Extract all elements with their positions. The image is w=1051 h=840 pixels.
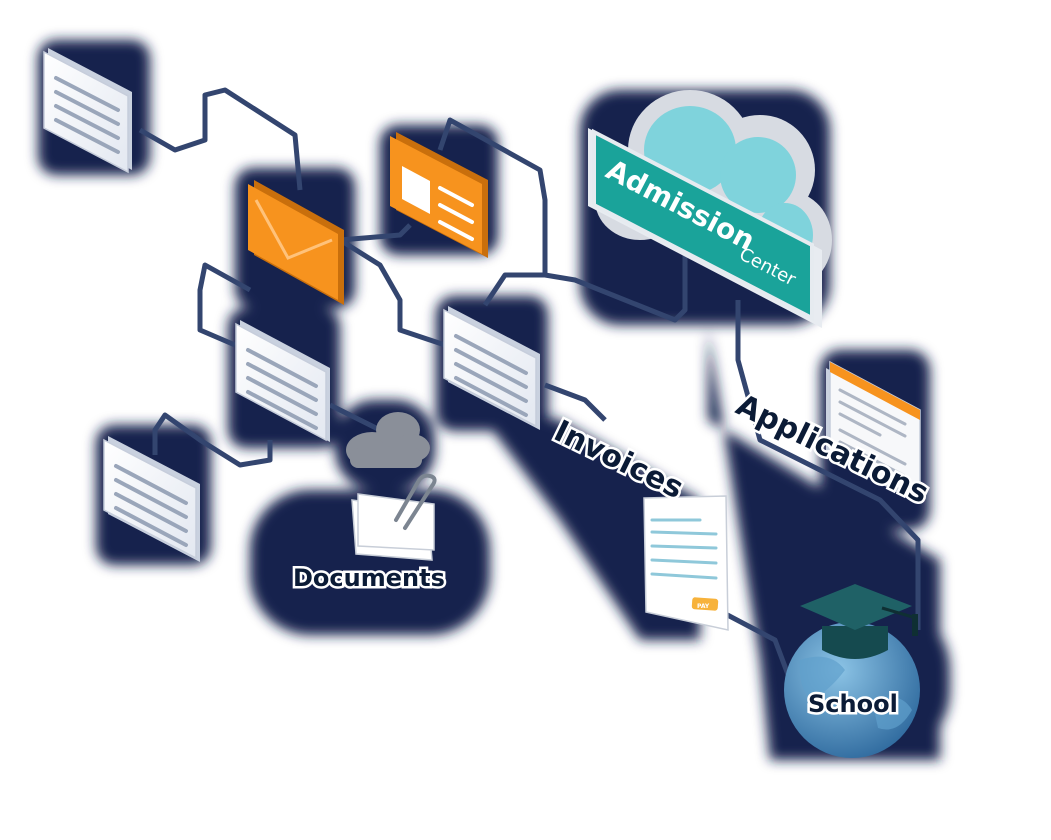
graduation-cap-icon: [800, 584, 918, 659]
id-card-icon: [390, 132, 488, 258]
envelope-icon: [248, 180, 344, 305]
document-icon: [235, 320, 330, 442]
cloud-icon: [346, 412, 430, 468]
document-icon: [43, 48, 132, 174]
connector-wires: [138, 87, 921, 681]
paperclip-icon: [351, 473, 437, 561]
application-form-icon: [826, 360, 921, 504]
globe-icon: [784, 622, 920, 758]
admission-center-cloud: Admission Center: [588, 90, 832, 328]
school-label: School: [808, 690, 898, 718]
invoice-icon: PAY: [643, 495, 729, 631]
pay-button-label: PAY: [697, 603, 710, 610]
document-icon: [103, 436, 200, 562]
document-icon: [443, 306, 540, 430]
documents-label: Documents: [293, 564, 445, 592]
